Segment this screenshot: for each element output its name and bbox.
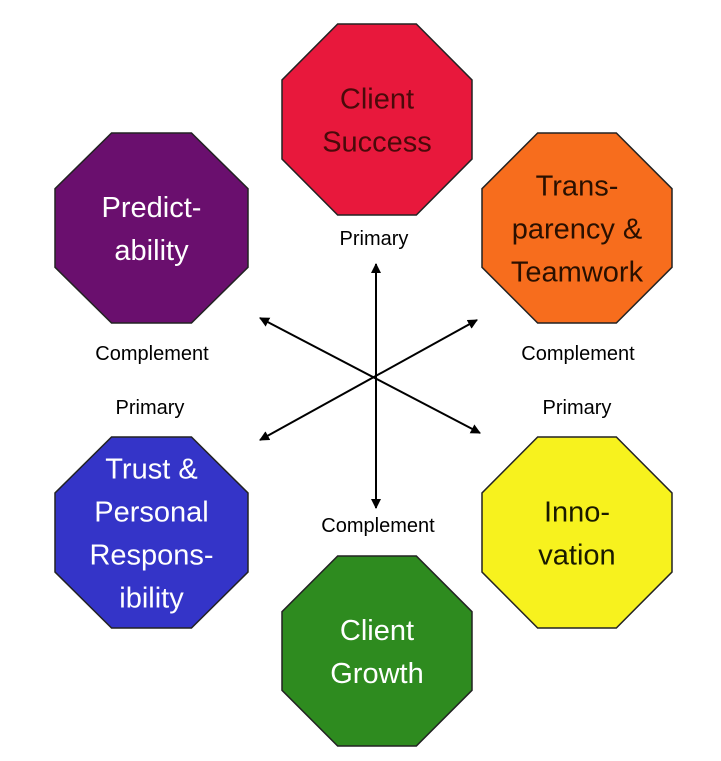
- octagon-shape: [481, 436, 673, 629]
- octagon-predictability: Predict-ability: [54, 132, 249, 324]
- octagon-label-line: Trust &: [105, 454, 197, 486]
- label-left-primary: Primary: [116, 397, 185, 419]
- label-right-primary: Primary: [543, 397, 612, 419]
- octagon-label-line: ibility: [119, 583, 184, 615]
- octagon-label-line: Trans-: [536, 171, 619, 203]
- label-right-complement: Complement: [521, 343, 635, 365]
- label-top-primary: Primary: [340, 228, 409, 250]
- octagon-label-line: Teamwork: [511, 257, 644, 289]
- octagon-label-line: Inno-: [544, 497, 610, 529]
- octagon-shape: [281, 555, 473, 747]
- octagon-label-line: Growth: [330, 658, 423, 690]
- label-left-complement: Complement: [95, 343, 209, 365]
- octagon-transparency: Trans-parency & Teamwork: [481, 132, 673, 324]
- octagon-label-line: Success: [322, 127, 432, 159]
- octagon-label-line: Respons-: [89, 540, 213, 572]
- octagon-label-line: Client: [340, 84, 414, 116]
- octagon-label-line: vation: [538, 540, 615, 572]
- octagon-label-line: ability: [114, 235, 189, 267]
- octagon-label-line: Predict-: [102, 192, 202, 224]
- octagon-shape: [54, 436, 249, 629]
- octagon-label-line: Personal: [94, 497, 208, 529]
- octagon-shape: [54, 132, 249, 324]
- octagon-label-line: parency &: [512, 214, 643, 246]
- label-bottom-complement: Complement: [321, 515, 435, 537]
- octagon-shape: [481, 132, 673, 324]
- octagon-shape: [281, 23, 473, 216]
- octagon-innovation: Inno-vation: [481, 436, 673, 629]
- arrow-diagonal-down: [259, 317, 481, 434]
- arrow-diagonal-up: [259, 319, 478, 441]
- octagon-label-line: Client: [340, 615, 414, 647]
